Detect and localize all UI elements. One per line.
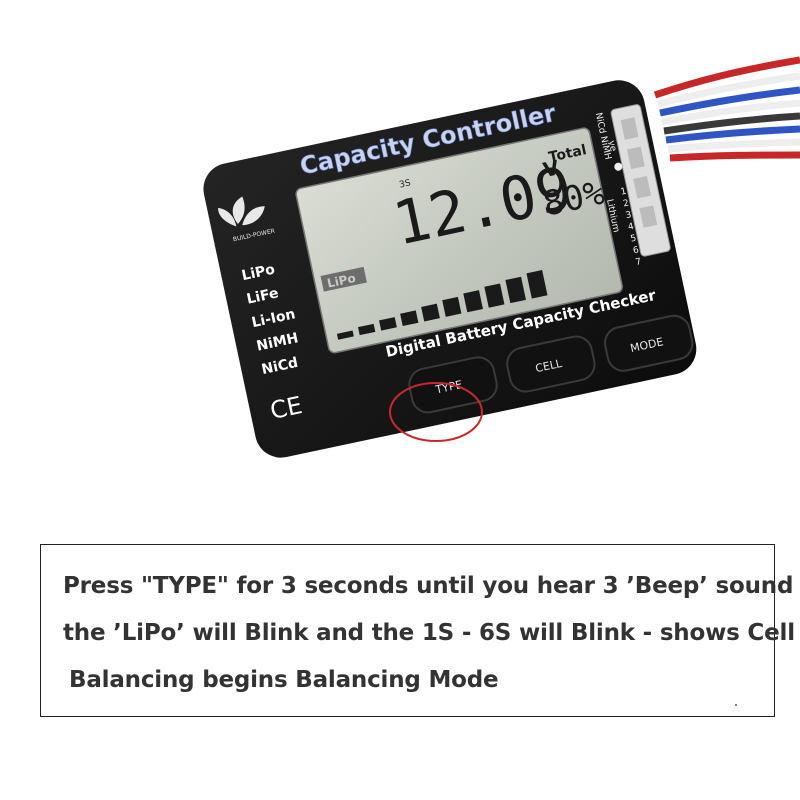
instruction-text: Press "TYPE" for 3 seconds until you hea… — [63, 563, 795, 704]
lcd-voltage-unit: V — [541, 155, 562, 182]
battery-type-label: LiPo — [240, 261, 277, 284]
lcd-type-indicator: LiPo — [326, 271, 357, 291]
type-button-highlight-circle — [389, 382, 483, 442]
port-number: 5 — [630, 234, 638, 245]
lcd-bar-segment — [400, 310, 419, 327]
lcd-bar-segment — [442, 296, 462, 317]
port-number: 3 — [625, 210, 633, 221]
lcd-bar-segment — [526, 270, 548, 299]
instruction-line-2: the ’LiPo’ will Blink and the 1S - 6S wi… — [63, 620, 795, 646]
lcd-bar-segment — [484, 283, 505, 308]
cell-button-label: CELL — [534, 357, 564, 375]
battery-type-label: LiFe — [245, 285, 280, 307]
port-label-ve: ve — [606, 140, 618, 153]
lcd-bar-segment — [505, 276, 526, 304]
product-photo: NiCd NiMH Lithium ve 7 6 5 4 3 2 1 BUILD… — [203, 56, 800, 458]
lcd-bar-segment — [463, 290, 483, 313]
speck — [735, 704, 737, 706]
port-number: 6 — [632, 245, 640, 256]
lcd-bar-segment — [336, 330, 354, 340]
battery-type-label: NiCd — [260, 355, 299, 378]
instruction-line-1: Press "TYPE" for 3 seconds until you hea… — [63, 573, 794, 599]
lcd-display: 3S 12.09 V Total 80% LiPo — [295, 127, 623, 354]
lcd-bar-segment — [357, 323, 376, 336]
port-numbers: 7 6 5 4 3 2 1 — [620, 187, 643, 268]
lcd-bar-segment — [421, 303, 440, 322]
lcd-bar-graph — [336, 270, 548, 340]
lcd-cell-count: 3S — [398, 178, 412, 190]
lcd-total-label: Total — [547, 142, 588, 166]
instruction-line-3: Balancing begins Balancing Mode — [69, 667, 499, 693]
instruction-box: Press "TYPE" for 3 seconds until you hea… — [40, 544, 795, 717]
negative-terminal-icon — [614, 162, 623, 171]
cell-button[interactable]: CELL — [504, 334, 597, 395]
mode-button[interactable]: MODE — [602, 313, 695, 374]
balance-connector — [610, 104, 671, 257]
port-number: 4 — [627, 222, 635, 233]
ce-mark: CE — [268, 391, 305, 425]
port-number: 7 — [635, 257, 643, 268]
lcd-bar-segment — [379, 317, 397, 331]
port-number: 2 — [622, 198, 630, 209]
balance-lead-wires — [653, 56, 800, 162]
port-number: 1 — [620, 187, 628, 198]
